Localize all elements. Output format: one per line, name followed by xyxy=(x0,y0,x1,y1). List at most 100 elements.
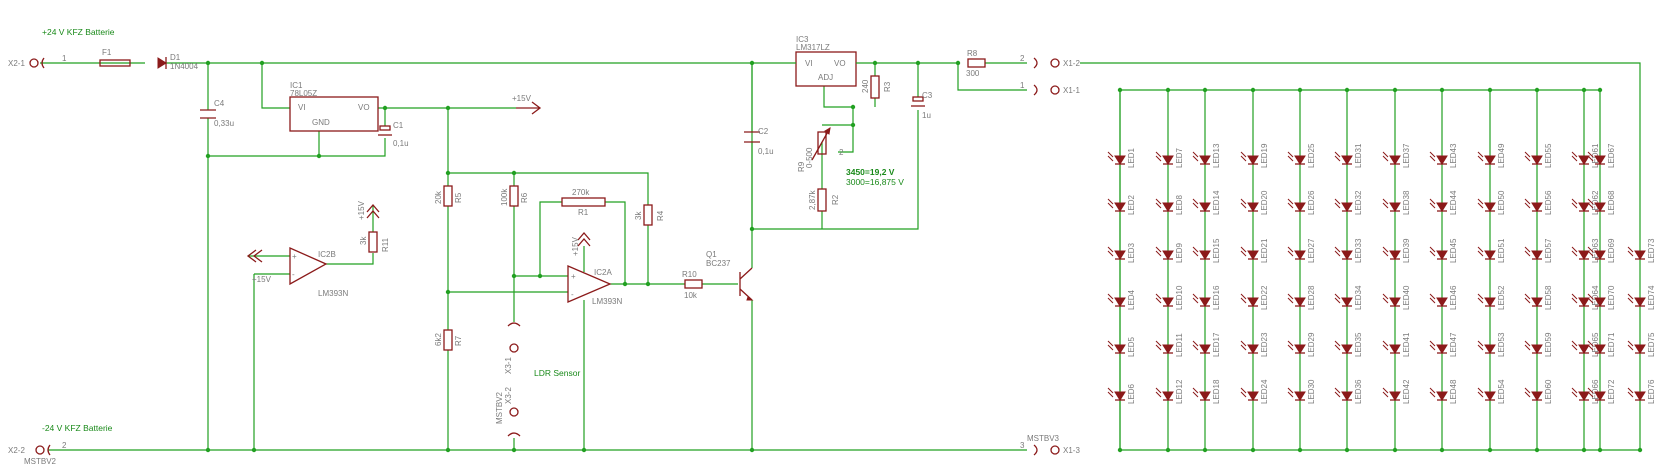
led: LED36 xyxy=(1334,379,1363,404)
led-label: LED66 xyxy=(1591,379,1600,404)
wires xyxy=(40,62,1641,451)
led-label: LED2 xyxy=(1127,194,1136,215)
led: LED52 xyxy=(1477,285,1506,310)
led: LED9 xyxy=(1155,242,1184,263)
led-label: LED76 xyxy=(1647,379,1656,404)
resistor-r3: R3 240 xyxy=(861,75,892,99)
led: LED4 xyxy=(1107,289,1136,310)
led-label: LED51 xyxy=(1497,238,1506,263)
led: LED63 xyxy=(1571,238,1600,263)
led-label: LED13 xyxy=(1212,143,1221,168)
led: LED27 xyxy=(1287,238,1316,263)
led-label: LED47 xyxy=(1449,332,1458,357)
svg-text:R4: R4 xyxy=(656,210,665,221)
led: LED57 xyxy=(1524,238,1553,263)
svg-text:0-500: 0-500 xyxy=(805,147,814,168)
led: LED62 xyxy=(1571,190,1600,215)
svg-text:R11: R11 xyxy=(381,237,390,252)
led-label: LED37 xyxy=(1402,143,1411,168)
led: LED2 xyxy=(1107,194,1136,215)
resistor-r1: 270k R1 xyxy=(561,188,606,217)
resistor-r6: R6 100k xyxy=(500,185,529,207)
svg-text:6k2: 6k2 xyxy=(434,333,443,346)
fuse-f1: F1 xyxy=(99,48,131,67)
led: LED11 xyxy=(1155,333,1184,357)
svg-text:+: + xyxy=(571,272,576,281)
label-minus24: -24 V KFZ Batterie xyxy=(42,423,113,433)
connector-x3: X3-1 X3-2 MSTBV2 LDR Sensor xyxy=(495,322,580,437)
svg-text:3k: 3k xyxy=(634,211,643,220)
svg-text:VI: VI xyxy=(805,59,813,68)
led-label: LED21 xyxy=(1260,238,1269,263)
led-label: LED14 xyxy=(1212,190,1221,215)
led-label: LED58 xyxy=(1544,285,1553,310)
svg-text:1: 1 xyxy=(1020,81,1025,90)
led: LED59 xyxy=(1524,332,1553,357)
led-label: LED54 xyxy=(1497,379,1506,404)
svg-text:IC2B: IC2B xyxy=(318,250,336,259)
led: LED66 xyxy=(1571,379,1600,404)
svg-text:GND: GND xyxy=(312,118,330,127)
led-label: LED18 xyxy=(1212,379,1221,404)
svg-text:R5: R5 xyxy=(454,192,463,203)
led-label: LED39 xyxy=(1402,238,1411,263)
comparator-ic2a: + - IC2A LM393N +15V xyxy=(567,232,622,306)
svg-text:C3: C3 xyxy=(922,91,933,100)
svg-text:3000=16,875 V: 3000=16,875 V xyxy=(846,177,904,187)
svg-text:+15V: +15V xyxy=(512,94,532,103)
svg-text:MSTBV2: MSTBV2 xyxy=(24,457,57,466)
led: LED7 xyxy=(1155,147,1184,168)
led: LED60 xyxy=(1524,379,1553,404)
svg-text:VO: VO xyxy=(358,103,370,112)
led-label: LED44 xyxy=(1449,190,1458,215)
svg-text:+15V: +15V xyxy=(252,275,272,284)
svg-text:2,87k: 2,87k xyxy=(808,189,817,210)
svg-text:2: 2 xyxy=(62,441,67,450)
led-label: LED6 xyxy=(1127,383,1136,404)
svg-text:X1-3: X1-3 xyxy=(1063,446,1080,455)
led-label: LED74 xyxy=(1647,285,1656,310)
led-label: LED36 xyxy=(1354,379,1363,404)
led: LED40 xyxy=(1382,285,1411,310)
led-label: LED38 xyxy=(1402,190,1411,215)
led: LED29 xyxy=(1287,332,1316,357)
led: LED50 xyxy=(1477,190,1506,215)
svg-text:10k: 10k xyxy=(684,291,698,300)
led: LED65 xyxy=(1571,332,1600,357)
led-label: LED29 xyxy=(1307,332,1316,357)
led: LED55 xyxy=(1524,143,1553,168)
led: LED30 xyxy=(1287,379,1316,404)
led-label: LED24 xyxy=(1260,379,1269,404)
connector-x2-2: X2-2 MSTBV2 2 xyxy=(8,441,67,466)
led: LED46 xyxy=(1429,285,1458,310)
led-label: LED33 xyxy=(1354,238,1363,263)
label-plus24: +24 V KFZ Batterie xyxy=(42,27,115,37)
svg-text:R6: R6 xyxy=(520,192,529,203)
svg-text:MSTBV2: MSTBV2 xyxy=(495,391,504,424)
svg-text:F1: F1 xyxy=(102,48,112,57)
led: LED8 xyxy=(1155,194,1184,215)
led: LED31 xyxy=(1334,143,1363,168)
led-label: LED73 xyxy=(1647,238,1656,263)
led-label: LED15 xyxy=(1212,238,1221,263)
led-label: LED1 xyxy=(1127,147,1136,168)
led-label: LED22 xyxy=(1260,285,1269,310)
svg-text:VI: VI xyxy=(298,103,306,112)
led: LED53 xyxy=(1477,332,1506,357)
resistor-r7: R7 6k2 xyxy=(434,329,463,351)
svg-text:Q1: Q1 xyxy=(706,250,717,259)
led: LED17 xyxy=(1192,332,1221,357)
led-label: LED9 xyxy=(1175,242,1184,263)
led-label: LED67 xyxy=(1607,143,1616,168)
svg-text:C2: C2 xyxy=(758,127,769,136)
led-label: LED46 xyxy=(1449,285,1458,310)
led-label: LED48 xyxy=(1449,379,1458,404)
svg-text:X3-1: X3-1 xyxy=(504,357,513,374)
led-label: LED45 xyxy=(1449,238,1458,263)
svg-text:2: 2 xyxy=(839,148,844,157)
led-label: LED60 xyxy=(1544,379,1553,404)
resistor-r5: R5 20k xyxy=(434,185,463,207)
led-label: LED42 xyxy=(1402,379,1411,404)
led: LED5 xyxy=(1107,336,1136,357)
led-label: LED53 xyxy=(1497,332,1506,357)
